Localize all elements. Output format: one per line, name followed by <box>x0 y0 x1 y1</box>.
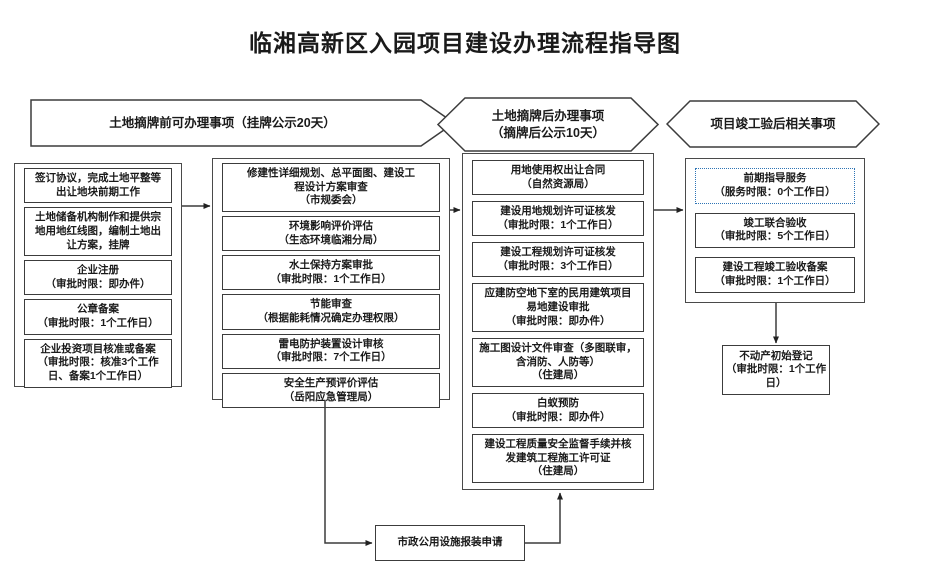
column-group-completion: 前期指导服务 （服务时限：0个工作日） 竣工联合验收 （审批时限：5个工作日） … <box>685 158 865 303</box>
banner-hexagon-shape <box>666 100 880 148</box>
step-quality-safety-supervision-permit: 建设工程质量安全监督手续并核 发建筑工程施工许可证 （住建局） <box>472 434 644 484</box>
page-title: 临湘高新区入园项目建设办理流程指导图 <box>249 30 681 56</box>
step-detailed-plan-design-review: 修建性详细规划、总平面图、建设工 程设计方案审查 （市规委会） <box>222 163 440 212</box>
step-soil-water-conservation-approval: 水土保持方案审批 （审批时限：1个工作日） <box>222 255 440 291</box>
step-real-estate-initial-registration: 不动产初始登记 （审批时限：1个工作 日） <box>722 345 830 395</box>
banner-label: 土地摘牌后办理事项 （摘牌后公示10天） <box>491 108 605 140</box>
step-energy-conservation-review: 节能审查 （根据能耗情况确定办理权限） <box>222 294 440 330</box>
step-safety-production-pre-evaluation: 安全生产预评价评估 （岳阳应急管理局） <box>222 373 440 409</box>
step-company-registration: 企业注册 （审批时限：即办件） <box>24 260 172 296</box>
step-lightning-protection-design-review: 雷电防护装置设计审核 （审批时限：7个工作日） <box>222 333 440 370</box>
step-official-seal-filing: 公章备案 （审批时限：1个工作日） <box>24 299 172 335</box>
step-sign-agreement-land-prep: 签订协议，完成土地平整等 出让地块前期工作 <box>24 168 172 204</box>
step-environmental-impact-assessment: 环境影响评价评估 （生态环境临湘分局） <box>222 215 440 252</box>
step-land-use-right-transfer-contract: 用地使用权出让合同 （自然资源局） <box>472 159 644 196</box>
step-construction-project-planning-permit: 建设工程规划许可证核发 （审批时限：3个工作日） <box>472 242 644 278</box>
banner-pentagon-shape <box>30 99 455 147</box>
step-completion-joint-acceptance: 竣工联合验收 （审批时限：5个工作日） <box>695 212 855 249</box>
step-termite-prevention: 白蚁预防 （审批时限：即办件） <box>472 392 644 429</box>
banner-before-land-delisting: 土地摘牌前可办理事项（挂牌公示20天） <box>30 99 455 147</box>
banner-label: 土地摘牌前可办理事项（挂牌公示20天） <box>109 115 336 130</box>
banner-after-land-delisting: 土地摘牌后办理事项 （摘牌后公示10天） <box>437 97 659 152</box>
column-group-after-delisting: 用地使用权出让合同 （自然资源局） 建设用地规划许可证核发 （审批时限：1个工作… <box>462 153 654 490</box>
step-municipal-utility-installation-application: 市政公用设施报装申请 <box>375 525 525 561</box>
step-completion-acceptance-filing: 建设工程竣工验收备案 （审批时限：1个工作日） <box>695 257 855 293</box>
step-construction-drawing-review: 施工图设计文件审查（多图联审， 含消防、人防等） （住建局） <box>472 338 644 388</box>
step-air-defense-basement-offsite-approval: 应建防空地下室的民用建筑项目 易地建设审批 （审批时限：即办件） <box>472 283 644 333</box>
column-group-design-review: 修建性详细规划、总平面图、建设工 程设计方案审查 （市规委会） 环境影响评价评估… <box>212 158 450 409</box>
column-group-before-delisting: 签订协议，完成土地平整等 出让地块前期工作 土地储备机构制作和提供宗 地用地红线… <box>14 163 182 388</box>
step-investment-project-approval: 企业投资项目核准或备案 （审批时限：核准3个工作 日、备案1个工作日） <box>24 338 172 388</box>
banner-after-completion-acceptance: 项目竣工验后相关事项 <box>666 100 880 148</box>
banner-hexagon-shape <box>437 97 659 152</box>
step-construction-land-planning-permit: 建设用地规划许可证核发 （审批时限：1个工作日） <box>472 201 644 237</box>
banner-label: 项目竣工验后相关事项 <box>710 116 836 131</box>
step-preliminary-guidance-service: 前期指导服务 （服务时限：0个工作日） <box>695 168 855 204</box>
step-land-reserve-redline-plan: 土地储备机构制作和提供宗 地用地红线图，编制土地出 让方案，挂牌 <box>24 207 172 257</box>
